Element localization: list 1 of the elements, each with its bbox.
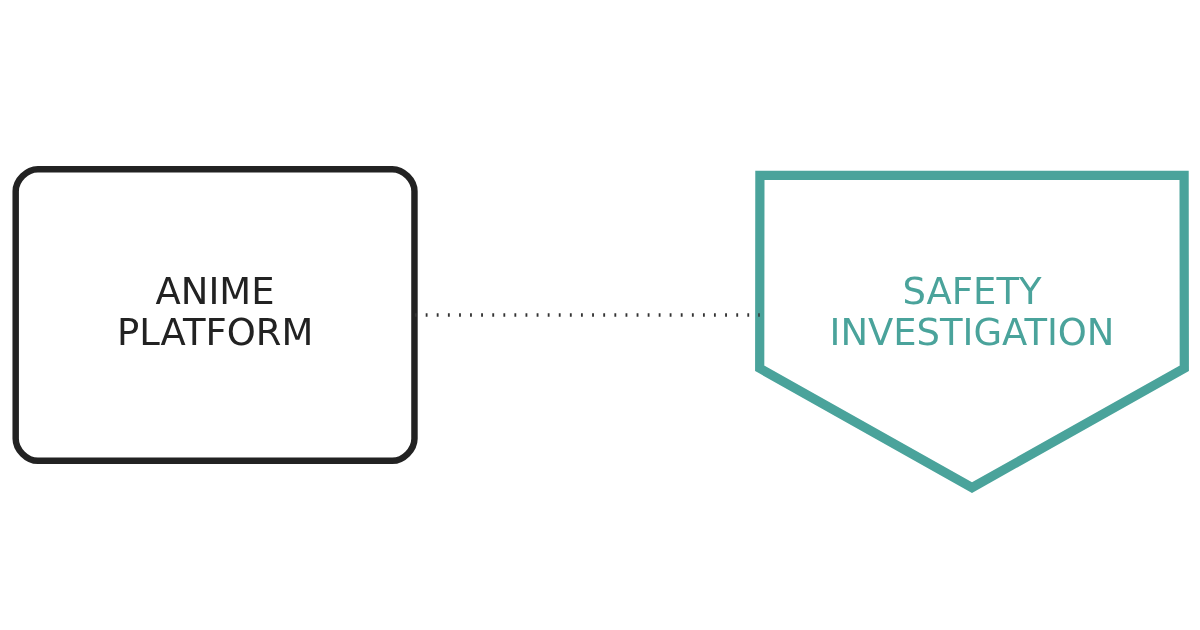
node-box: ANIME PLATFORM bbox=[12, 165, 418, 465]
